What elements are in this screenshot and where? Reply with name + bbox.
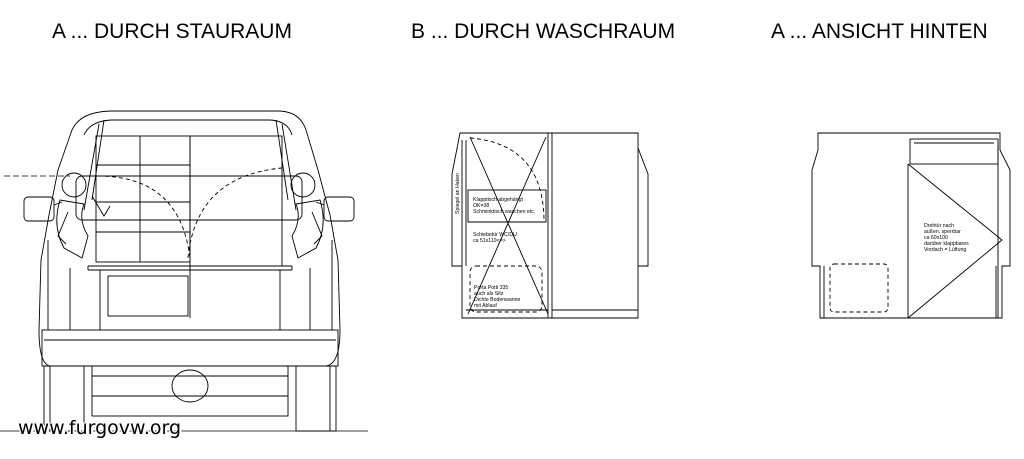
note-mirror-hook: Spiegel an Haken [455,173,461,214]
note-rear-door-line1: Drehtür nach [924,223,954,229]
van-cross-section-drawing [0,110,368,432]
note-rear-door-line2: außen, sperrbar [924,229,961,235]
view-title-storage-section: A ... DURCH STAURAUM [52,20,292,43]
note-porta-potti-line2: auch als Sitz [474,291,504,297]
note-fold-table-line1: Klapptisch abgehängt [473,197,523,203]
note-rear-door-line3: ca 60x100 [924,235,948,241]
note-porta-potti-line1: Porta Potti 335 [474,285,508,291]
note-rear-door-line5: Vordach = Lüftung [924,247,966,253]
view-title-rear-view: A ... ANSICHT HINTEN [771,20,988,43]
washroom-section-drawing [451,132,649,319]
view-title-washroom-section: B ... DURCH WASCHRAUM [411,20,676,43]
note-porta-potti-line4: mit Ablauf [474,303,497,309]
watermark-site-url: www.furgovw.org [18,417,182,439]
note-sliding-door-line1: Schiebetür WC/DU [473,232,517,238]
note-fold-table-line2: OK=38 [473,203,489,209]
note-fold-table-line3: Schminktisch waschen etc. [473,209,535,215]
rear-view-drawing [811,132,1011,319]
note-rear-door-line4: darüber klappbares [924,241,969,247]
note-sliding-door-line2: ca 51x110<=> [473,238,506,244]
note-porta-potti-line3: Dichte Bodenwanne [474,297,521,303]
